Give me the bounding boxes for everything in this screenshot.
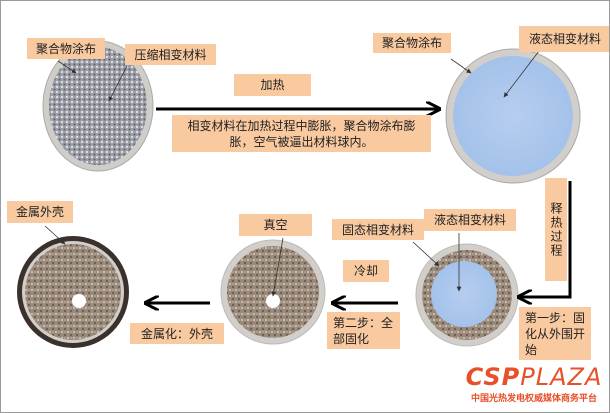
label-liquid-pcm-2: 液态相变材料 — [424, 209, 516, 231]
label-compressed-pcm: 压缩相变材料 — [125, 44, 216, 65]
sphere-partial-solid — [415, 243, 519, 347]
label-liquid-pcm: 液态相变材料 — [519, 26, 609, 52]
label-solid-pcm: 固态相变材料 — [332, 219, 424, 240]
process-arrows — [147, 109, 572, 303]
logo-tagline: 中国光热发电权威媒体商务平台 — [470, 394, 597, 404]
label-metallization: 金属化：外壳 — [130, 323, 224, 344]
callout-lines — [44, 50, 540, 297]
label-cooling: 冷却 — [343, 260, 389, 282]
sphere-solid-vacuum — [220, 239, 326, 345]
label-polymer-coating: 聚合物涂布 — [27, 38, 105, 59]
label-metal-shell: 金属外壳 — [7, 201, 73, 223]
label-heat-release: 释热过程 — [545, 178, 567, 281]
label-step1: 第一步：固化从外围开始 — [519, 307, 591, 360]
label-step2: 第二步：全部固化 — [327, 312, 400, 349]
label-vacuum: 真空 — [239, 214, 312, 236]
label-heating: 加热 — [234, 74, 311, 96]
sphere-compressed — [42, 40, 154, 172]
label-heating-description: 相变材料在加热过程中膨胀，聚合物涂布膨胀，空气被逼出材料球内。 — [172, 115, 431, 152]
logo-brand-bold: CSP — [465, 363, 521, 391]
csp-plaza-logo: CSPPLAZA 中国光热发电权威媒体商务平台 — [459, 363, 609, 404]
logo-brand-rest: PLAZA — [520, 363, 603, 391]
sphere-metal-shell — [17, 236, 129, 348]
sphere-expanded — [445, 48, 581, 184]
label-polymer-coating-2: 聚合物涂布 — [373, 33, 451, 53]
